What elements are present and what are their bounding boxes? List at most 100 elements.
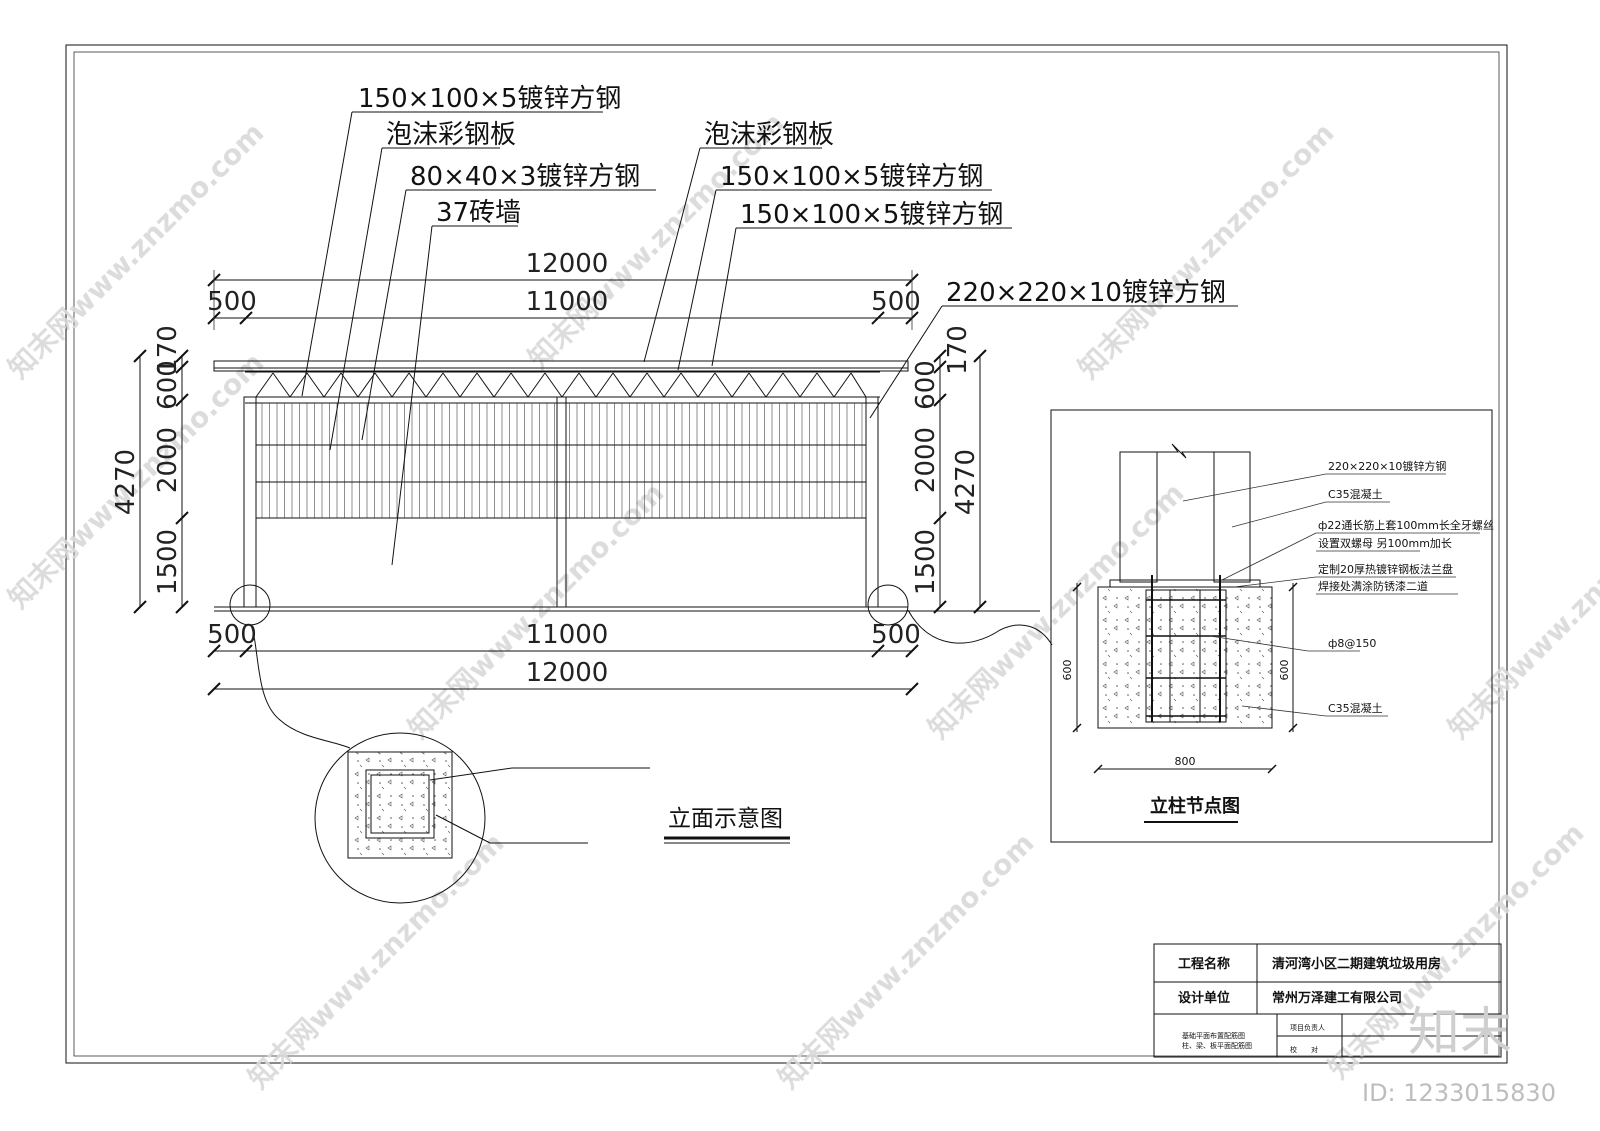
- truss-web: [799, 372, 818, 398]
- brick-wall-left: [255, 517, 558, 608]
- truss-web: [561, 372, 580, 398]
- designer-value: 常州万泽建工有限公司: [1272, 990, 1402, 1006]
- dim-overall-bottom: 12000: [526, 658, 609, 688]
- truss-web: [476, 372, 495, 398]
- dim-170-left: 170: [153, 325, 183, 375]
- truss-web: [289, 372, 308, 398]
- callout-curve: [907, 609, 1053, 646]
- truss-web: [663, 372, 682, 398]
- dim-600-right: 600: [911, 360, 941, 410]
- truss-web: [833, 372, 852, 398]
- truss-web: [595, 372, 614, 398]
- truss-web: [459, 372, 478, 398]
- detail-note-nut: 设置双螺母 另100mm加长: [1318, 537, 1452, 550]
- truss-web: [391, 372, 410, 398]
- dim-4270-right: 4270: [951, 449, 981, 515]
- callout-curve: [250, 624, 351, 749]
- roof-panel: [213, 360, 909, 369]
- dim-600-left: 600: [153, 360, 183, 410]
- truss-web: [323, 372, 342, 398]
- dim-span-top: 11000: [526, 287, 609, 317]
- detail-note-steel: 220×220×10镀锌方钢: [1328, 459, 1446, 473]
- detail-note-stirrup: ф8@150: [1328, 637, 1376, 650]
- detail-marker-right: [867, 584, 909, 626]
- truss-web: [544, 372, 563, 398]
- truss-web: [408, 372, 427, 398]
- steel-column-right: [865, 396, 879, 608]
- project-label: 工程名称: [1178, 956, 1230, 972]
- dim-side-left-bottom: 500: [207, 620, 257, 650]
- truss-web: [612, 372, 631, 398]
- label-foam-left: 泡沫彩钢板: [386, 120, 516, 150]
- outer-frame: [65, 44, 1508, 1064]
- truss-web: [255, 372, 274, 398]
- watermark-layer: 知末网www.znzmo.com 知末网www.znzmo.com 知末网www…: [2, 106, 1600, 1095]
- detail-frame: [1050, 409, 1493, 843]
- detail-marker-left: [229, 584, 271, 626]
- role-checker: 校 对: [1290, 1045, 1318, 1054]
- truss-web: [425, 372, 444, 398]
- truss-web: [765, 372, 784, 398]
- truss-web: [646, 372, 665, 398]
- dim-overall-top: 12000: [526, 249, 609, 279]
- label-steel-r2: 150×100×5镀锌方钢: [740, 200, 1003, 230]
- truss-web: [306, 372, 325, 398]
- detail-note-bolt: ф22通长筋上套100mm长全牙螺丝: [1318, 518, 1494, 532]
- truss-web: [374, 372, 393, 398]
- truss-web: [340, 372, 359, 398]
- truss-web: [697, 372, 716, 398]
- detail-dim-width: 800: [1175, 755, 1196, 768]
- detail-note-c35-footing: C35混凝土: [1328, 701, 1383, 715]
- truss-web: [272, 372, 291, 398]
- dim-170-right: 170: [943, 325, 973, 375]
- watermark-text: 知末网www.znzmo.com: [1072, 116, 1341, 385]
- column-wall-right: [1213, 451, 1251, 583]
- inner-frame: [73, 51, 1500, 1057]
- truss-web: [578, 372, 597, 398]
- roof-truss: [255, 372, 867, 398]
- rebar-cage: [1145, 575, 1227, 723]
- label-steel-small: 80×40×3镀锌方钢: [410, 162, 640, 192]
- dim-1500-left: 1500: [153, 529, 183, 595]
- truss-web: [748, 372, 767, 398]
- dim-1500-right: 1500: [911, 529, 941, 595]
- dim-side-right-bottom: 500: [871, 620, 921, 650]
- watermark-text: 知末网www.znzmo.com: [1442, 476, 1600, 745]
- watermark-text: 知末网www.znzmo.com: [2, 116, 271, 385]
- detail-dim-left: 600: [1061, 660, 1074, 681]
- label-steel-top: 150×100×5镀锌方钢: [358, 84, 621, 114]
- detail-note-paint: 焊接处满涂防锈漆二道: [1318, 579, 1428, 593]
- roof-purlin: [213, 367, 909, 372]
- detail-title: 立柱节点图: [1150, 795, 1240, 817]
- label-brick: 37砖墙: [436, 198, 521, 228]
- designer-label: 设计单位: [1178, 990, 1230, 1006]
- role-project-lead: 项目负责人: [1290, 1023, 1325, 1032]
- truss-web: [816, 372, 835, 398]
- dim-total-left: 4270: [111, 449, 141, 515]
- image-id: ID: 1233015830: [1362, 1079, 1556, 1107]
- truss-web: [714, 372, 733, 398]
- foam-steel-panel: [261, 403, 863, 518]
- column-detail-view: 600 600 800 220×220×10镀锌方钢 C35混凝土 ф22通长筋…: [1050, 409, 1494, 843]
- dim-side-right-top: 500: [871, 287, 921, 317]
- truss-web: [782, 372, 801, 398]
- drawing-name-2: 柱、梁、板平面配筋图: [1182, 1041, 1252, 1050]
- truss-web: [510, 372, 529, 398]
- column-section-steel: [365, 769, 435, 839]
- truss-web: [629, 372, 648, 398]
- drawing-name-1: 基础平面布置配筋图: [1182, 1031, 1245, 1040]
- elevation-title: 立面示意图: [668, 806, 783, 832]
- label-steel-post: 220×220×10镀锌方钢: [946, 278, 1226, 308]
- detail-note-c35: C35混凝土: [1328, 487, 1383, 501]
- watermark-text: 知末网www.znzmo.com: [772, 826, 1041, 1095]
- dim-2000-left: 2000: [153, 427, 183, 493]
- flange-plate: [1109, 579, 1261, 588]
- truss-web: [850, 372, 867, 398]
- dim-2000-right: 2000: [911, 427, 941, 493]
- detail-dim-right: 600: [1278, 660, 1291, 681]
- truss-web: [442, 372, 461, 398]
- column-section-circle: [314, 732, 486, 904]
- truss-web: [731, 372, 750, 398]
- column-wall-left: [1119, 451, 1158, 583]
- label-foam-right: 泡沫彩钢板: [704, 120, 834, 150]
